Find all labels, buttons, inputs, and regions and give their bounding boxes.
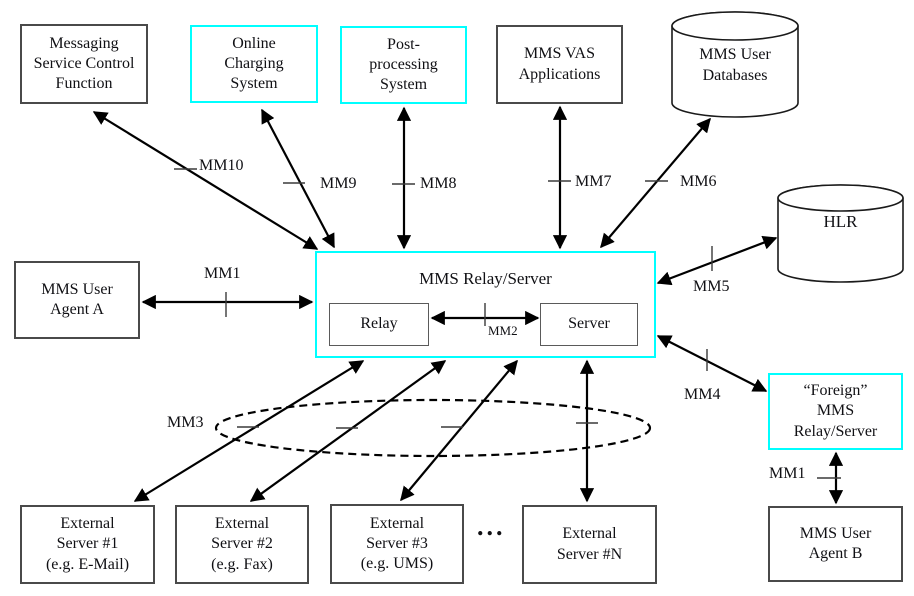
- label-mm10: MM10: [199, 157, 244, 174]
- label-mm6: MM6: [680, 173, 717, 190]
- node-mms-user-agent-b: MMS User Agent B: [768, 506, 903, 582]
- label-mm3: MM3: [167, 414, 204, 431]
- label-mm5: MM5: [693, 278, 730, 295]
- label-mm2: MM2: [488, 323, 518, 338]
- node-mms-user-agent-a: MMS User Agent A: [14, 261, 140, 339]
- label-mm1-b: MM1: [769, 465, 806, 482]
- label-mm7: MM7: [575, 173, 612, 190]
- arrow-mm9: [261, 108, 335, 249]
- node-external-server-n: External Server #N: [522, 505, 657, 584]
- node-label: External Server #3 (e.g. UMS): [360, 514, 434, 573]
- node-label: “Foreign” MMS Relay/Server: [793, 382, 878, 440]
- arrow-mm6: [600, 117, 711, 249]
- cylinder-label-mms-user-databases: MMS User Databases: [699, 46, 771, 84]
- node-label: External Server #1 (e.g. E-Mail): [45, 515, 130, 573]
- cylinder-mms-user-databases: [671, 11, 799, 118]
- mm3-scope-ellipse: [214, 398, 652, 458]
- node-online-charging-system: Online Charging System: [190, 25, 318, 103]
- node-label: Server: [568, 315, 610, 333]
- node-external-server-2: External Server #2 (e.g. Fax): [175, 505, 309, 584]
- label-mm4: MM4: [684, 386, 721, 403]
- node-label: External Server #2 (e.g. Fax): [211, 515, 273, 573]
- node-label: Online Charging System: [224, 34, 284, 93]
- node-label: External Server #N: [556, 525, 623, 563]
- node-external-server-1: External Server #1 (e.g. E-Mail): [20, 505, 155, 584]
- node-foreign-mms-relay-server: “Foreign” MMS Relay/Server: [768, 373, 903, 450]
- node-messaging-service-control-function: Messaging Service Control Function: [20, 24, 148, 104]
- node-mms-vas-applications: MMS VAS Applications: [496, 25, 623, 104]
- arrow-mm10: [92, 111, 319, 250]
- arrow-mm4: [656, 335, 768, 392]
- cylinder-label-hlr: HLR: [823, 212, 858, 231]
- arrow-mm3-ext3: [400, 359, 518, 502]
- node-label: Messaging Service Control Function: [33, 34, 135, 93]
- node-server: Server: [540, 303, 638, 346]
- arrow-mm3-ext2: [249, 360, 447, 502]
- relay-server-title: MMS Relay/Server: [419, 269, 552, 288]
- ellipsis-dots: ...: [477, 512, 506, 541]
- node-label: Post- processing System: [369, 35, 438, 94]
- label-mm8: MM8: [420, 175, 457, 192]
- label-mm9: MM9: [320, 175, 357, 192]
- arrow-mm5: [656, 235, 778, 286]
- node-post-processing-system: Post- processing System: [340, 26, 467, 104]
- node-label: MMS VAS Applications: [518, 45, 601, 83]
- node-label: MMS User Agent B: [799, 524, 872, 562]
- node-relay: Relay: [329, 303, 429, 346]
- node-label: MMS User Agent A: [41, 280, 113, 318]
- cylinder-hlr: [777, 184, 904, 283]
- node-label: Relay: [360, 315, 398, 333]
- node-external-server-3: External Server #3 (e.g. UMS): [330, 504, 464, 584]
- label-mm1-a: MM1: [204, 265, 241, 282]
